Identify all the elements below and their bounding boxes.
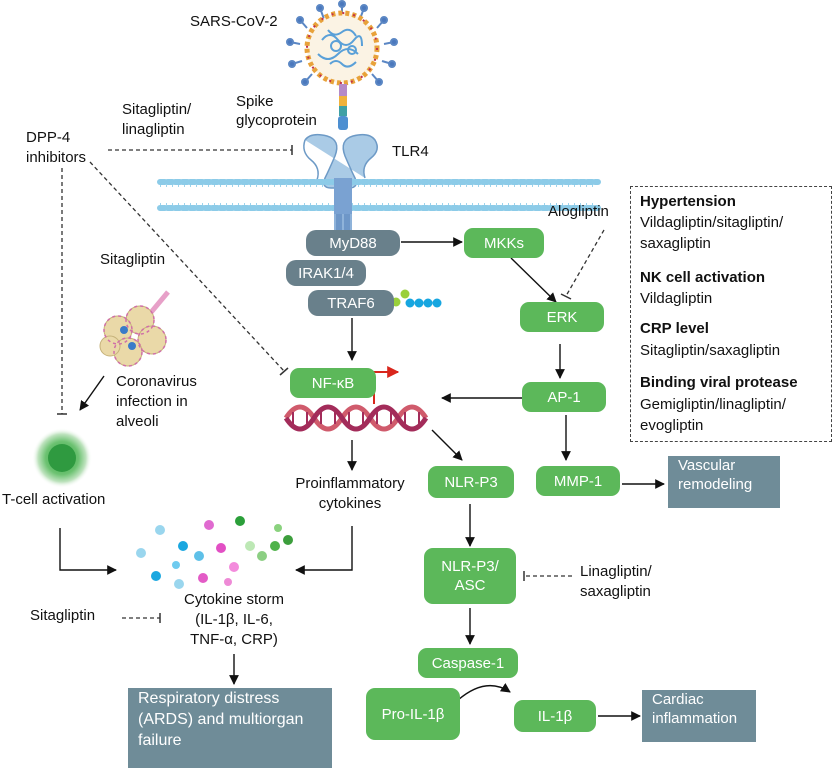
sidebox-line-4b: evogliptin <box>640 417 704 434</box>
cardiac-line2: inflammation <box>652 710 738 727</box>
sidebox-line-2a: Vildagliptin <box>640 290 713 307</box>
sidebox-line-3a: Sitagliptin/saxagliptin <box>640 342 781 359</box>
nfkb-box: NF-κB <box>290 368 376 398</box>
dpp4-label-line2: inhibitors <box>26 149 87 166</box>
tlr4-label: TLR4 <box>392 143 429 160</box>
sita-lina-label-line1: Sitagliptin/ <box>122 101 192 118</box>
sitagliptin-nfkb-label: Sitagliptin <box>100 251 166 268</box>
mkks-box: MKKs <box>464 228 544 258</box>
lina-saxa-label-line1: Linagliptin/ <box>580 563 652 580</box>
irak14-box: IRAK1/4 <box>286 260 366 286</box>
sita-lina-label-line2: linagliptin <box>122 121 185 138</box>
ubiquitin-chain-icon <box>391 289 442 308</box>
inhibition-bars <box>57 145 572 623</box>
sidebox-line-1a: Vildagliptin/sitagliptin/ <box>640 214 784 231</box>
infection-label-line2: infection in <box>116 393 188 410</box>
transcription-start-arrow <box>373 366 400 404</box>
sidebox-title-2: NK cell activation <box>640 269 766 286</box>
respiratory-distress-box: Respiratory distress (ARDS) and multiorg… <box>128 688 332 768</box>
infection-label-line3: alveoli <box>116 413 159 430</box>
sidebox-line-4a: Gemigliptin/linagliptin/ <box>640 396 786 413</box>
sidebox-title-3: CRP level <box>640 320 709 337</box>
cell-membrane <box>157 179 601 211</box>
dna-helix-icon <box>283 404 429 432</box>
t-cell-nucleus <box>48 444 76 472</box>
mmp1-box: MMP-1 <box>536 466 620 496</box>
tcell-label: T-cell activation <box>2 491 106 508</box>
respiratory-line3: failure <box>138 732 182 749</box>
lina-saxa-label-line2: saxagliptin <box>580 583 651 600</box>
respiratory-line2: (ARDS) and multiorgan <box>138 711 304 728</box>
sitagliptin-storm-label: Sitagliptin <box>30 607 96 624</box>
traf6-box: TRAF6 <box>308 290 394 316</box>
caspase1-box: Caspase-1 <box>418 648 518 678</box>
pathway-arrows <box>59 237 665 721</box>
storm-label-line3: TNF-α, CRP) <box>190 631 278 648</box>
clinical-effects-box <box>630 186 832 442</box>
respiratory-line1: Respiratory distress <box>138 690 280 707</box>
vascular-line2: remodeling <box>678 476 753 493</box>
tlr4-transmembrane <box>334 178 352 214</box>
sidebox-line-1b: saxagliptin <box>640 235 711 252</box>
cytokines-label-line1: Proinflammatory <box>295 475 405 492</box>
cytokine-particles <box>136 516 293 589</box>
cardiac-line1: Cardiac <box>652 691 704 708</box>
spike-glycoprotein-icon <box>338 84 348 130</box>
sidebox-title-4: Binding viral protease <box>640 374 798 391</box>
dpp4-label-line1: DPP-4 <box>26 129 71 146</box>
ap1-box: AP-1 <box>522 382 606 412</box>
nlrp3-asc-line1: NLR-P3/ <box>441 558 499 575</box>
spike-label-line2: glycoprotein <box>236 112 317 129</box>
nlrp3-asc-box: NLR-P3/ ASC <box>424 548 516 604</box>
il1b-box: IL-1β <box>514 700 596 732</box>
sidebox-title-1: Hypertension <box>640 193 736 210</box>
cytokines-label-line2: cytokines <box>318 495 382 512</box>
myd88-box: MyD88 <box>306 230 400 256</box>
nlrp3-box: NLR-P3 <box>428 466 514 498</box>
cardiac-inflammation-box: Cardiac inflammation <box>642 690 756 742</box>
virus-label: SARS-CoV-2 <box>190 13 278 30</box>
pro-il1b-box: Pro-IL-1β <box>366 688 460 740</box>
storm-label-line2: (IL-1β, IL-6, <box>195 611 273 628</box>
storm-label-line1: Cytokine storm <box>183 591 285 608</box>
erk-box: ERK <box>520 302 604 332</box>
alogliptin-label: Alogliptin <box>548 203 609 220</box>
infection-label-line1: Coronavirus <box>116 373 197 390</box>
vascular-remodeling-box: Vascular remodeling <box>668 456 780 508</box>
vascular-line1: Vascular <box>678 457 736 474</box>
spike-label-line1: Spike <box>236 93 274 110</box>
inhibition-lines <box>61 149 605 619</box>
nlrp3-asc-line2: ASC <box>454 577 486 594</box>
alveoli-icon <box>99 290 170 367</box>
sars-cov-2-virus-icon <box>286 0 398 86</box>
